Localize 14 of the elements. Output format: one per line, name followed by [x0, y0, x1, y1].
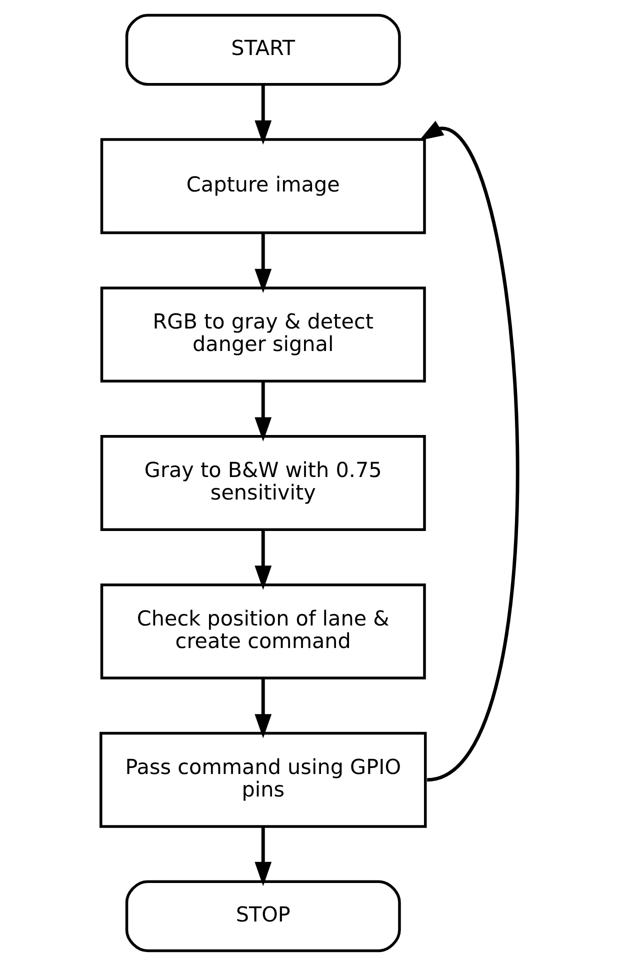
arrow	[254, 232, 272, 294]
arrow	[254, 826, 272, 886]
arrow	[254, 381, 272, 442]
node-box: Check position of lane & create command	[100, 583, 426, 680]
arrow	[254, 530, 272, 590]
node-box: STOP	[124, 880, 400, 952]
node-box: Capture image	[100, 138, 426, 234]
node-box: RGB to gray & detect danger signal	[100, 286, 426, 383]
arrow	[418, 120, 519, 782]
arrow	[254, 678, 272, 738]
node-box: Pass command using GPIO pins	[99, 732, 426, 828]
node-box: START	[124, 14, 400, 86]
node-box: Gray to B&W with 0.75 sensitivity	[100, 435, 426, 531]
arrow	[254, 84, 272, 145]
